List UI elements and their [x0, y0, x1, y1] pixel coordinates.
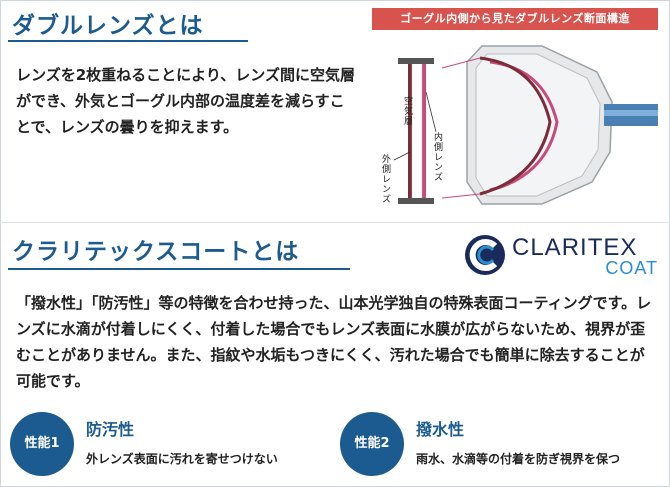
- label-inner-lens: 内側レンズ: [432, 132, 442, 182]
- double-lens-description: レンズを2枚重ねることにより、レンズ間に空気層ができ、外気とゴーグル内部の温度差…: [16, 66, 355, 136]
- double-lens-heading: ダブルレンズとは: [12, 13, 204, 39]
- label-air-layer: 空気層: [402, 96, 412, 126]
- goggle-cross-section-illustration: [372, 32, 658, 210]
- lens-cross-section-diagram: ゴーグル内側から見たダブルレンズ断面構造 空気層: [372, 8, 658, 210]
- claritex-description: 「撥水性」「防汚性」等の特徴を合わせ持った、山本光学独自の特殊表面コーティングで…: [16, 294, 652, 390]
- feature-antifouling: 性能1 防汚性 外レンズ表面に汚れを寄せつけない: [10, 410, 330, 480]
- claritex-logo: CLARITEX COAT: [462, 232, 662, 278]
- diagram-title: ゴーグル内側から見たダブルレンズ断面構造: [372, 8, 658, 30]
- double-lens-section: ダブルレンズとは レンズを2枚重ねることにより、レンズ間に空気層ができ、外気とゴ…: [0, 0, 670, 222]
- logo-wordmark: CLARITEX: [512, 234, 638, 261]
- claritex-heading: クラリテックスコートとは: [12, 239, 300, 265]
- feature-title: 防汚性: [86, 420, 135, 439]
- label-outer-lens: 外側レンズ: [380, 154, 390, 204]
- section-divider: [0, 222, 670, 223]
- feature-title: 撥水性: [416, 420, 465, 439]
- heading-underline: [8, 268, 350, 270]
- feature-description: 雨水、水滴等の付着を防ぎ視界を保つ: [416, 452, 621, 466]
- feature-description: 外レンズ表面に汚れを寄せつけない: [86, 452, 278, 466]
- feature-water-repellent: 性能2 撥水性 雨水、水滴等の付着を防ぎ視界を保つ: [340, 410, 665, 480]
- logo-subword: COAT: [605, 258, 658, 278]
- heading-underline: [8, 40, 248, 42]
- feature-badge: 性能2: [340, 412, 404, 476]
- feature-badge: 性能1: [10, 412, 74, 476]
- claritex-logo-mark-icon: [465, 235, 505, 275]
